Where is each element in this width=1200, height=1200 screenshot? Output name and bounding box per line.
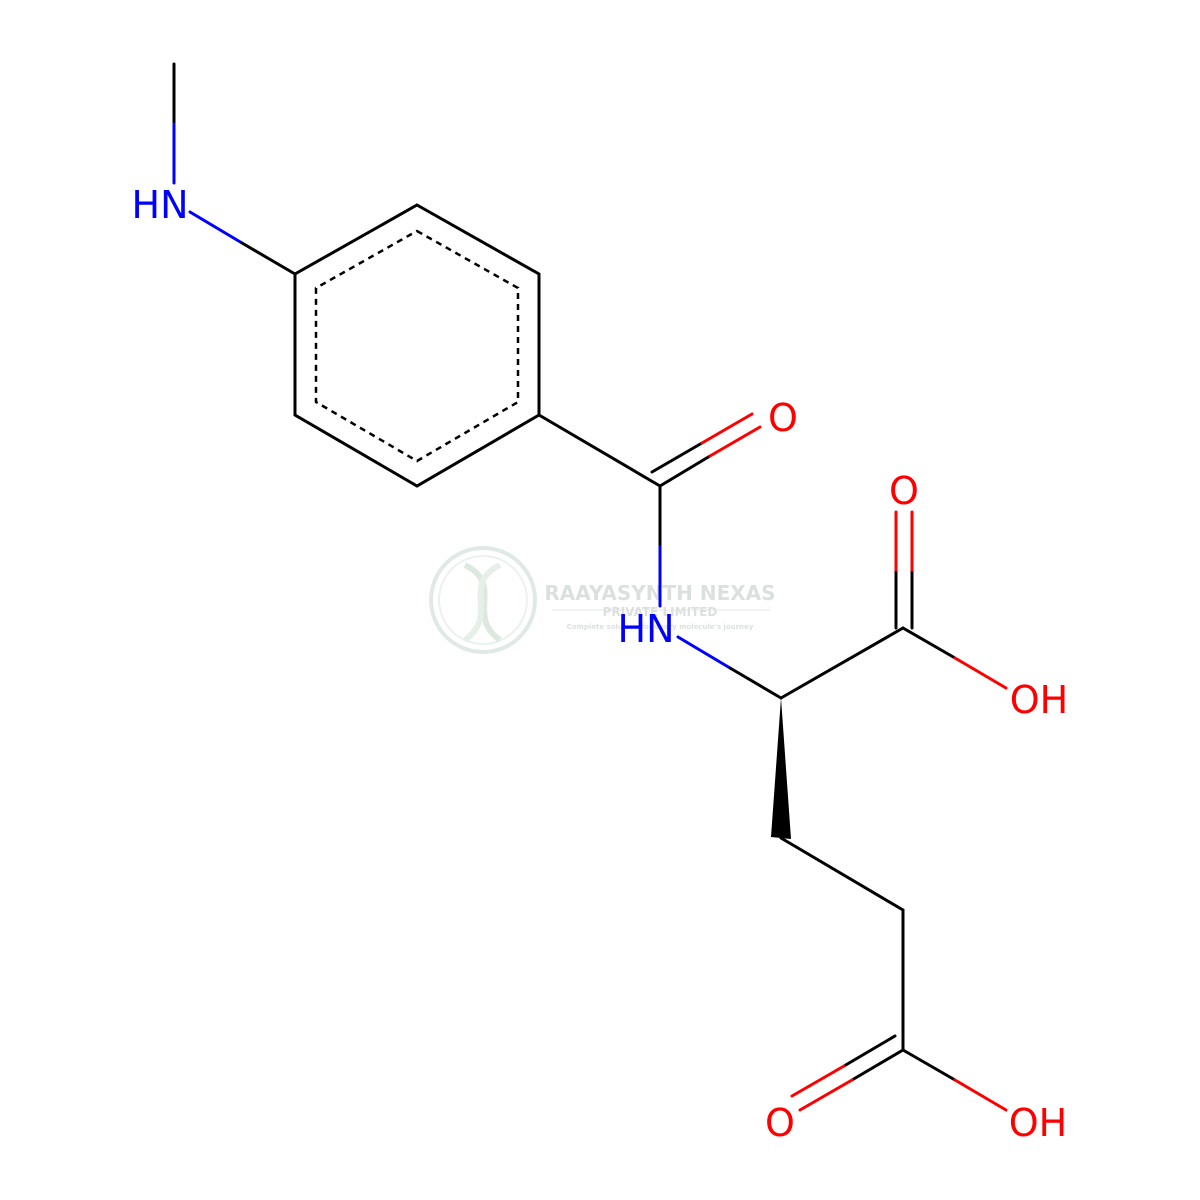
amine-ring-bond	[188, 210, 297, 276]
amide-n-alpha-bond	[676, 635, 783, 700]
acid1-carbonyl-bond	[894, 510, 914, 630]
watermark-logo-ring	[429, 546, 537, 654]
atom-o-acid2: O	[765, 1101, 795, 1145]
acid2-hydroxyl-bond	[901, 1048, 1008, 1112]
amide-carbonyl-bond	[650, 412, 762, 488]
benzene-aromatic-bonds	[314, 229, 520, 463]
acid2-carbonyl-bond	[790, 1034, 905, 1112]
atom-o-acid1: O	[889, 469, 919, 513]
benzene-outer-bonds	[293, 203, 541, 488]
atom-o-amide: O	[768, 396, 798, 440]
atom-nh-methylamino: HN	[132, 183, 189, 227]
watermark: RAAYASYNTH NEXAS PRIVATE LIMITED Complet…	[429, 546, 776, 654]
atom-nh-amide: HN	[618, 607, 675, 651]
benzene-ring	[293, 203, 541, 488]
stereo-wedge-bond	[771, 698, 791, 839]
ring-carbonyl-bond	[537, 413, 662, 488]
atom-oh-acid2: OH	[1009, 1101, 1067, 1145]
watermark-helix-strand-icon	[463, 562, 502, 643]
watermark-helix-icon	[463, 562, 502, 643]
acid1-hydroxyl-bond	[901, 626, 1008, 690]
watermark-logo-inner-ring	[438, 555, 528, 645]
chain-bond-1	[779, 836, 905, 912]
watermark-tagline: Complete solution for every molecule's j…	[567, 623, 754, 631]
alpha-acid-bond	[779, 626, 905, 700]
atom-oh-acid1: OH	[1010, 678, 1068, 722]
watermark-subtitle: PRIVATE LIMITED	[603, 605, 718, 619]
